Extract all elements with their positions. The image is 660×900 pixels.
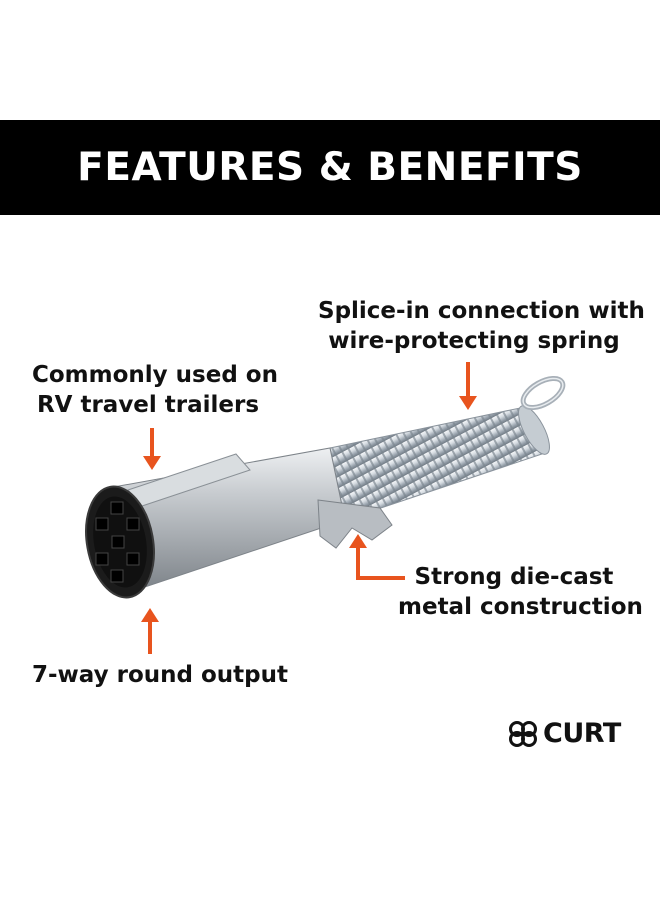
seven-way-plug-face [85, 485, 155, 599]
arrow-splice-in [459, 362, 477, 410]
callout-diecast-line1: Strong die-cast [414, 564, 614, 590]
interlocking-rings-icon [509, 720, 537, 747]
arrow-rv-trailers [143, 428, 161, 470]
arrow-die-cast [349, 534, 405, 580]
callout-splice-in: Splice-in connection with wire-protectin… [318, 296, 645, 356]
callout-output: 7-way round output [32, 660, 288, 690]
wire-spring [329, 405, 550, 521]
callout-output-line1: 7-way round output [32, 662, 288, 688]
spring-ring [520, 375, 566, 411]
features-banner: FEATURES & BENEFITS [0, 120, 660, 215]
brand-name: CURT [543, 718, 621, 749]
callout-rv-line1: Commonly used on [32, 362, 278, 388]
callout-splice-line2: wire-protecting spring [328, 328, 620, 354]
arrow-output [141, 608, 159, 654]
callout-splice-line1: Splice-in connection with [318, 298, 645, 324]
brand-logo: CURT [507, 718, 621, 749]
die-cast-body [107, 447, 393, 593]
callout-die-cast: Strong die-cast metal construction [398, 562, 643, 622]
callout-diecast-line2: metal construction [398, 594, 643, 620]
callout-rv-line2: RV travel trailers [36, 392, 260, 418]
banner-title: FEATURES & BENEFITS [77, 145, 583, 190]
callout-rv-trailers: Commonly used on RV travel trailers [32, 360, 278, 420]
